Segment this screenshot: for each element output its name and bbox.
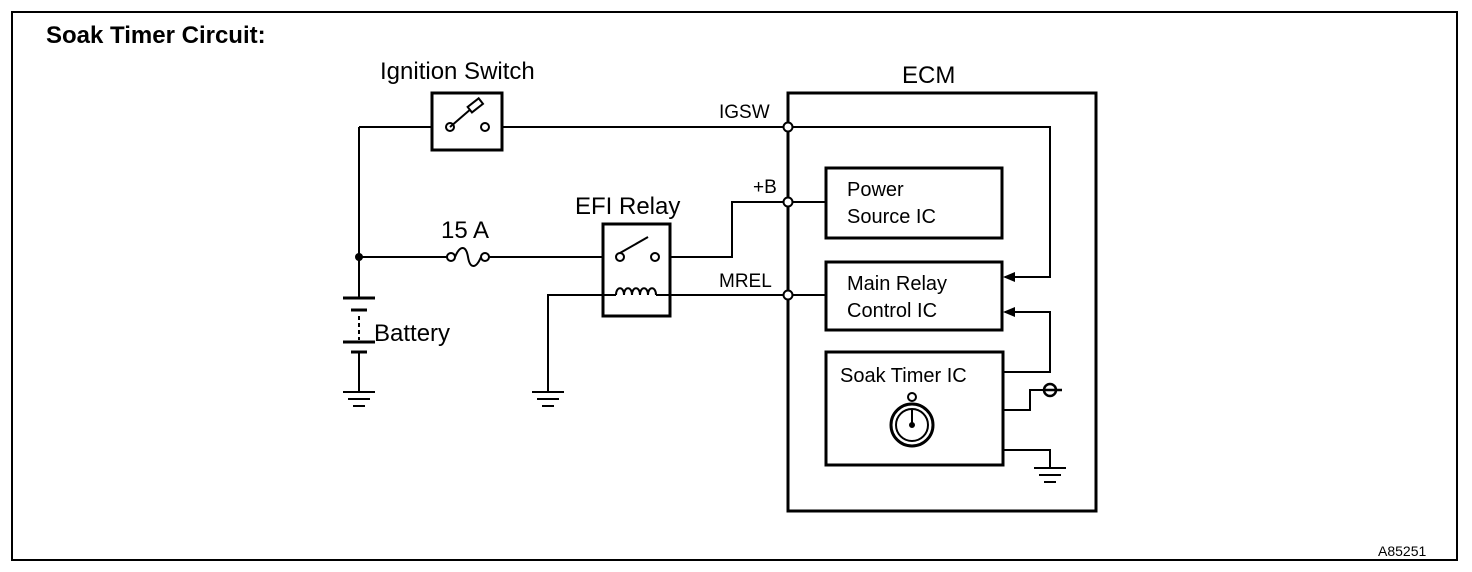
wire-soak-to-mrc [1003, 311, 1051, 373]
main-relay-control-ic-box [824, 260, 1004, 332]
wire-soak-connector [1003, 389, 1043, 411]
soak-timer-ic-label: Soak Timer IC [840, 365, 967, 387]
ignition-switch-label: Ignition Switch [380, 58, 535, 85]
diagram-frame [11, 11, 1458, 561]
fuse-label: 15 A [441, 217, 489, 244]
connector-icon [1042, 382, 1062, 398]
fuse [446, 247, 490, 267]
wires [358, 126, 1051, 468]
main-relay-control-ic-label-2: Control IC [847, 300, 937, 322]
power-source-ic-box [824, 166, 1004, 240]
arrow-soak [1003, 307, 1015, 317]
battery [343, 296, 375, 354]
main-relay-control-ic-label-1: Main Relay [847, 273, 947, 295]
power-source-ic-label-2: Source IC [847, 206, 936, 228]
terminal-igsw-label: IGSW [719, 102, 770, 123]
wire-relay-ground [547, 294, 603, 392]
ground-battery [343, 391, 375, 407]
wire-igsw [502, 126, 1051, 278]
figure-id: A85251 [1378, 543, 1426, 559]
ground-soak-timer [1034, 467, 1066, 483]
diagram-title: Soak Timer Circuit: [46, 22, 266, 49]
arrow-igsw [1003, 272, 1015, 282]
ecm-label: ECM [902, 62, 955, 89]
ground-relay [532, 391, 564, 407]
terminal-igsw [782, 121, 794, 133]
ecm-box [786, 91, 1098, 513]
terminal-plus-b [782, 196, 794, 208]
terminal-mrel-label: MREL [719, 271, 772, 292]
terminal-mrel [782, 289, 794, 301]
terminal-plus-b-label: +B [753, 177, 777, 198]
battery-label: Battery [374, 320, 450, 347]
stopwatch-icon [889, 392, 935, 448]
power-source-ic-label-1: Power [847, 179, 904, 201]
soak-timer-ic-box [824, 350, 1005, 467]
ignition-switch [430, 91, 504, 152]
efi-relay [601, 222, 672, 318]
wire-plus-b [670, 201, 825, 258]
wire-soak-ground [1003, 449, 1051, 468]
junction-dot [355, 253, 363, 261]
efi-relay-label: EFI Relay [575, 193, 680, 220]
